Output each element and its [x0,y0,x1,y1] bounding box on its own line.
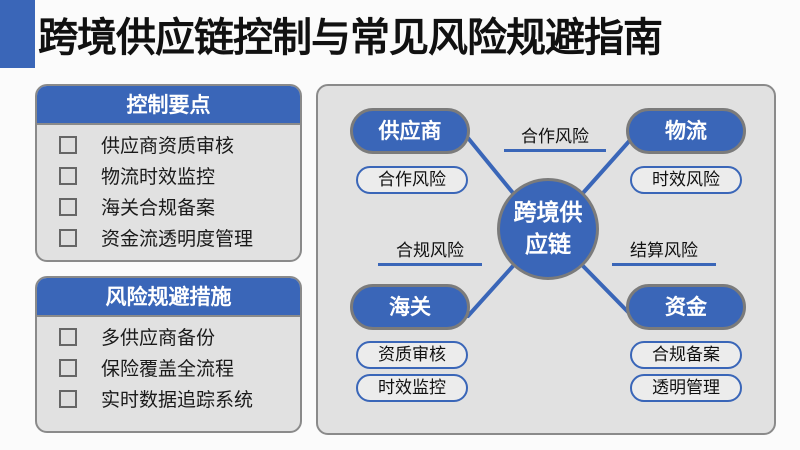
checklist-item-label: 多供应商备份 [101,327,216,349]
node-customs: 海关 [350,284,470,330]
tag-customs-monitoring: 时效监控 [356,374,468,402]
checkbox-icon[interactable] [59,327,77,346]
control-points-header: 控制要点 [37,86,300,125]
node-supplier: 供应商 [350,108,470,154]
control-points-list: 供应商资质审核 物流时效监控 海关合规备案 资金流透明度管理 [37,125,300,253]
checkbox-icon[interactable] [59,358,77,377]
tag-customs-qualification: 资质审核 [356,341,468,369]
edge-label-right: 结算风险 [612,238,716,266]
hub-node: 跨境供应链 [497,178,599,280]
tag-supplier-cooperation-risk: 合作风险 [356,166,468,194]
checklist-item[interactable]: 实时数据追踪系统 [59,383,300,414]
checklist-item-label: 供应商资质审核 [101,135,235,157]
checkbox-icon[interactable] [59,166,77,185]
checklist-item-label: 物流时效监控 [101,166,216,188]
connector-funds [581,264,634,318]
node-funds: 资金 [626,284,746,330]
checklist-item-label: 资金流透明度管理 [101,228,254,250]
supply-chain-diagram: 跨境供应链 供应商 合作风险 物流 时效风险 海关 资质审核 时效监控 资金 合… [316,84,776,435]
checkbox-icon[interactable] [59,197,77,216]
risk-measures-list: 多供应商备份 保险覆盖全流程 实时数据追踪系统 [37,317,300,414]
checklist-item[interactable]: 海关合规备案 [59,191,300,222]
edge-label-left: 合规风险 [378,238,482,266]
page-title: 跨境供应链控制与常见风险规避指南 [38,15,663,61]
connector-lines [466,136,634,318]
checklist-item-label: 保险覆盖全流程 [101,358,235,380]
connector-supplier [466,136,515,195]
node-logistics: 物流 [626,108,746,154]
checklist-item[interactable]: 供应商资质审核 [59,129,300,160]
tag-logistics-timeliness-risk: 时效风险 [630,166,742,194]
tag-funds-compliance: 合规备案 [630,341,742,369]
checklist-item-label: 海关合规备案 [101,197,216,219]
checklist-item[interactable]: 多供应商备份 [59,321,300,352]
control-points-card: 控制要点 供应商资质审核 物流时效监控 海关合规备案 资金流透明度管理 [35,84,302,262]
checklist-item[interactable]: 物流时效监控 [59,160,300,191]
connector-logistics [581,136,634,195]
risk-measures-card: 风险规避措施 多供应商备份 保险覆盖全流程 实时数据追踪系统 [35,276,302,433]
checkbox-icon[interactable] [59,135,77,154]
checklist-item[interactable]: 保险覆盖全流程 [59,352,300,383]
checklist-item[interactable]: 资金流透明度管理 [59,222,300,253]
checkbox-icon[interactable] [59,228,77,247]
edge-label-top: 合作风险 [504,124,606,152]
checklist-item-label: 实时数据追踪系统 [101,389,254,411]
checkbox-icon[interactable] [59,389,77,408]
risk-measures-header: 风险规避措施 [37,278,300,317]
tag-funds-transparency: 透明管理 [630,374,742,402]
title-accent-bar [0,0,35,68]
connector-customs [466,264,515,318]
